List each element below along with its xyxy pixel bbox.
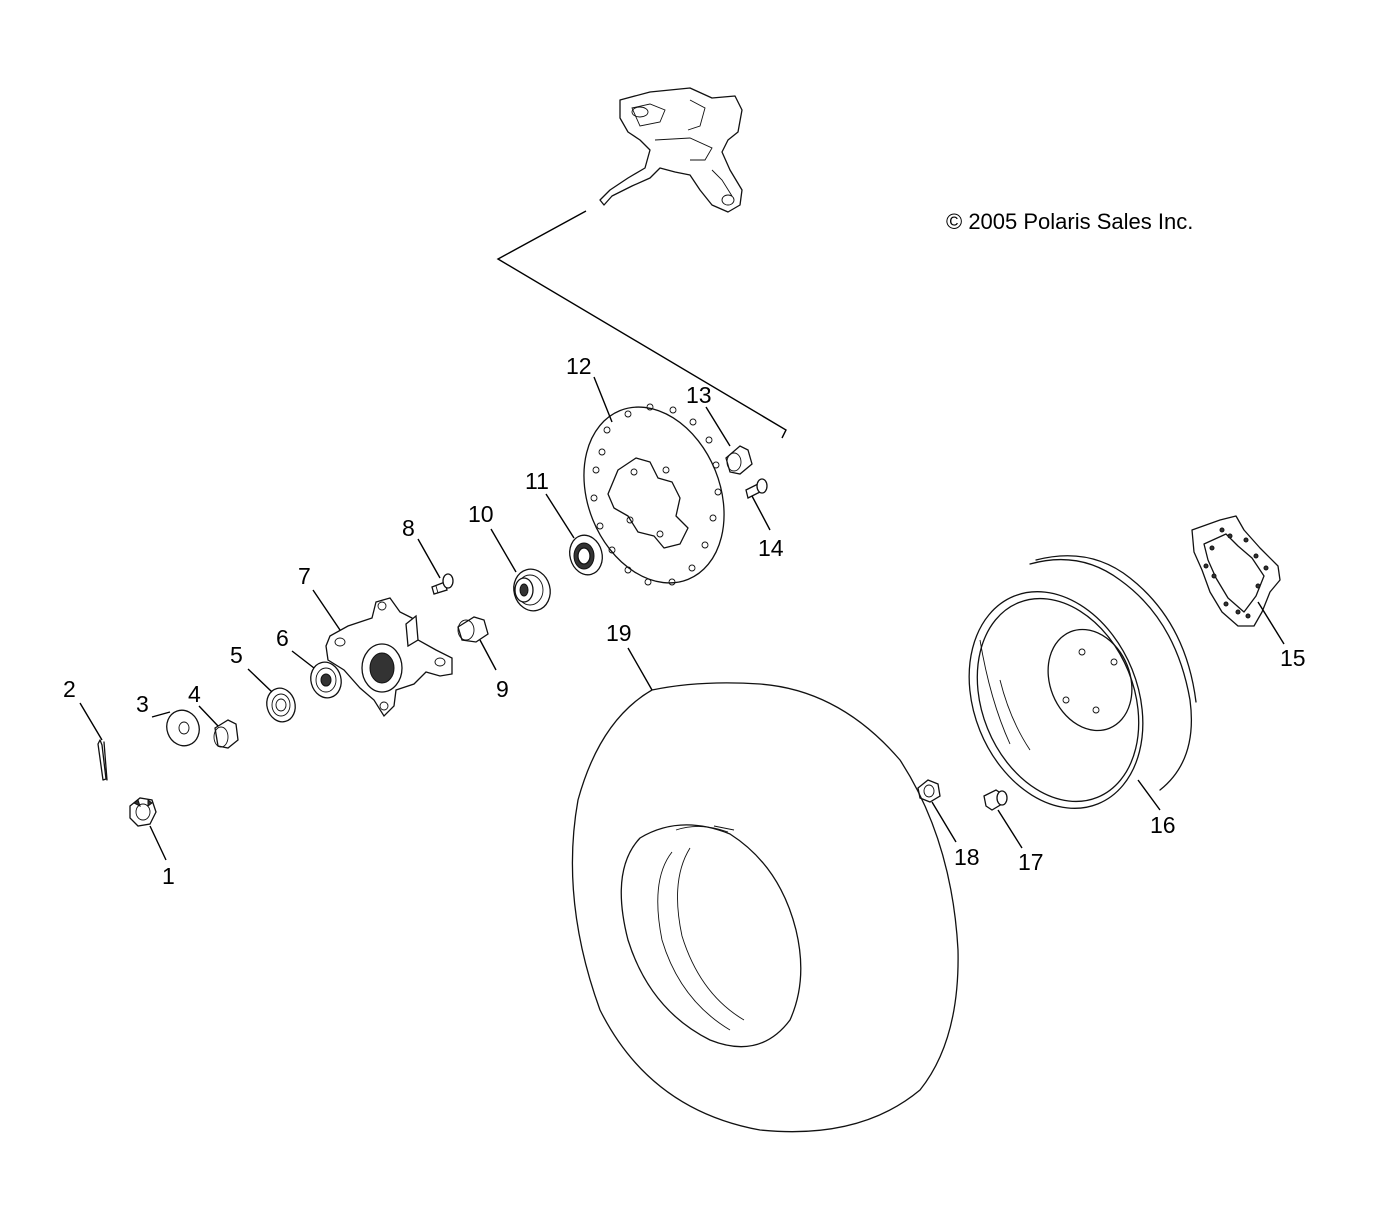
callout-8: 8 <box>402 515 415 541</box>
callout-9: 9 <box>496 676 509 702</box>
castle-nut <box>129 797 157 827</box>
spacer <box>213 719 239 749</box>
knuckle-leader-line <box>496 210 787 439</box>
tire <box>571 682 959 1133</box>
copyright-notice: © 2005 Polaris Sales Inc. <box>946 209 1193 234</box>
bearing-inner <box>310 661 342 699</box>
rim-plate <box>1191 515 1281 627</box>
brake-disc <box>583 403 725 586</box>
steering-knuckle <box>599 87 743 213</box>
callout-1: 1 <box>162 863 175 889</box>
callout-10: 10 <box>468 501 494 527</box>
callout-15: 15 <box>1280 645 1306 671</box>
callout-6: 6 <box>276 625 289 651</box>
seal <box>266 687 296 723</box>
cotter-pin <box>97 739 108 781</box>
callout-2: 2 <box>63 676 76 702</box>
callout-11: 11 <box>525 468 549 494</box>
bearing-outer <box>513 568 551 612</box>
spacer-sleeve <box>457 616 489 643</box>
callout-3: 3 <box>136 691 149 717</box>
wheel-hub <box>325 597 453 718</box>
callout-labels: 1 2 3 4 5 6 7 8 9 10 11 12 13 14 15 16 1… <box>63 353 1306 889</box>
disc-holes <box>590 403 722 586</box>
wheel-rim <box>968 555 1197 809</box>
callout-4: 4 <box>188 681 201 707</box>
callout-13: 13 <box>686 382 712 408</box>
callout-7: 7 <box>298 563 311 589</box>
lug-nut <box>917 779 941 803</box>
hub-seal <box>569 534 603 576</box>
plate-holes <box>1203 527 1269 619</box>
callout-12: 12 <box>566 353 592 379</box>
callout-5: 5 <box>230 642 243 668</box>
callout-19: 19 <box>606 620 632 646</box>
washer <box>166 709 200 747</box>
callout-17: 17 <box>1018 849 1044 875</box>
callout-16: 16 <box>1150 812 1176 838</box>
brake-bolt <box>745 478 768 499</box>
bushing <box>725 445 753 475</box>
wheel-stud <box>431 573 454 595</box>
valve-stem <box>983 789 1008 811</box>
callout-14: 14 <box>758 535 784 561</box>
callout-18: 18 <box>954 844 980 870</box>
